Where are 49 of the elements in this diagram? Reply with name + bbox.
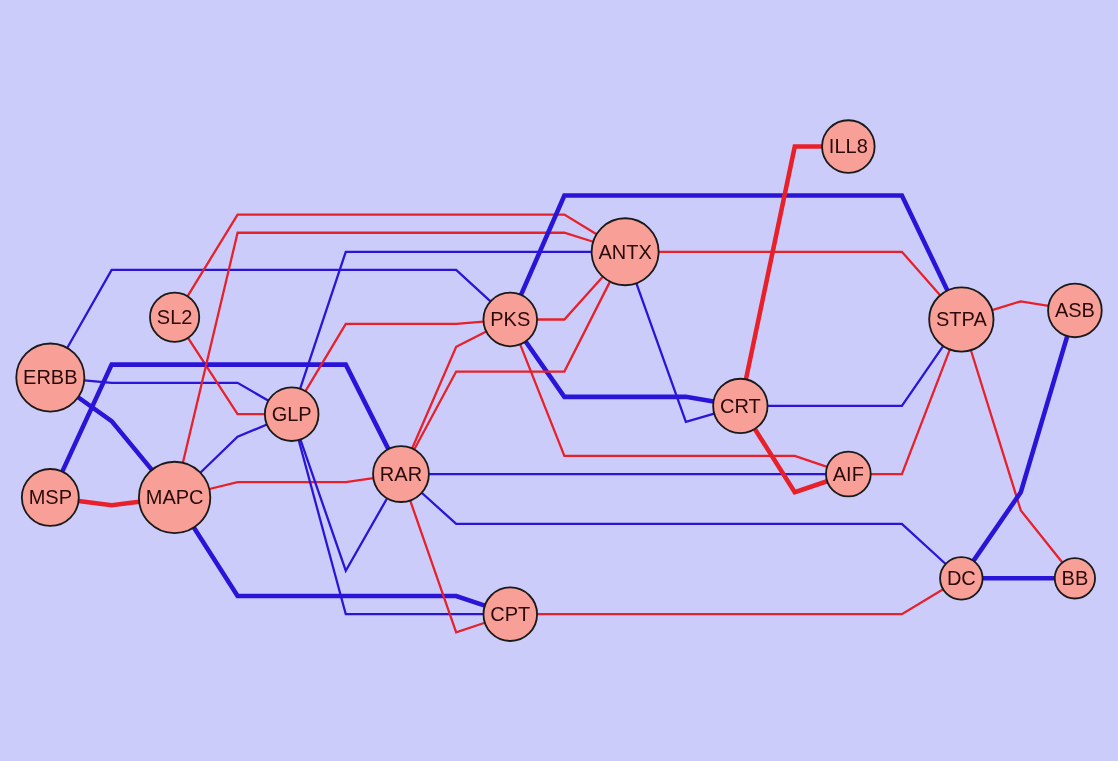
connector [982, 575, 1055, 581]
gene-circle: STPA [928, 286, 995, 353]
connector [78, 498, 140, 508]
connector [413, 280, 611, 450]
connector [60, 362, 391, 473]
connector [191, 526, 486, 608]
connector [299, 250, 592, 389]
gene-circle: AIF [825, 450, 872, 498]
connector [523, 340, 714, 404]
connector [299, 439, 389, 574]
connector [187, 337, 265, 416]
connector [635, 282, 715, 424]
connector [76, 395, 154, 472]
connector [209, 476, 374, 490]
gene-circle: ILL8 [821, 119, 876, 174]
connector [411, 330, 487, 449]
gene-circle: SL2 [149, 291, 201, 343]
connector [537, 275, 604, 321]
connector [66, 268, 492, 349]
connector [186, 213, 598, 297]
connector [304, 320, 484, 392]
connector [537, 588, 944, 616]
gene-circle: GLP [263, 386, 320, 442]
connector [297, 439, 484, 616]
gene-circle: CPT [482, 586, 538, 642]
connector [199, 423, 268, 474]
gene-circle: PKS [482, 291, 538, 348]
connector [743, 144, 823, 380]
gene-circle: ANTX [590, 217, 660, 286]
connector [518, 193, 950, 296]
connector [409, 499, 486, 634]
connector [519, 343, 828, 468]
connector [181, 231, 594, 463]
connector [428, 472, 826, 476]
gene-circle: ASB [1047, 282, 1103, 338]
connector [767, 345, 945, 407]
connector [658, 250, 941, 296]
gene-circle: MAPC [138, 460, 212, 534]
gene-circle: MSP [20, 467, 80, 527]
gene-circle: RAR [372, 445, 430, 503]
connector [84, 379, 270, 402]
gene-circle: CRT [712, 377, 769, 434]
gene-circle: BB [1053, 557, 1096, 600]
gene-circle: DC [939, 556, 984, 601]
gene-circle: ERBB [15, 342, 86, 413]
connector [752, 427, 828, 495]
connector [991, 300, 1049, 311]
connector [420, 491, 947, 565]
connector [870, 348, 951, 476]
